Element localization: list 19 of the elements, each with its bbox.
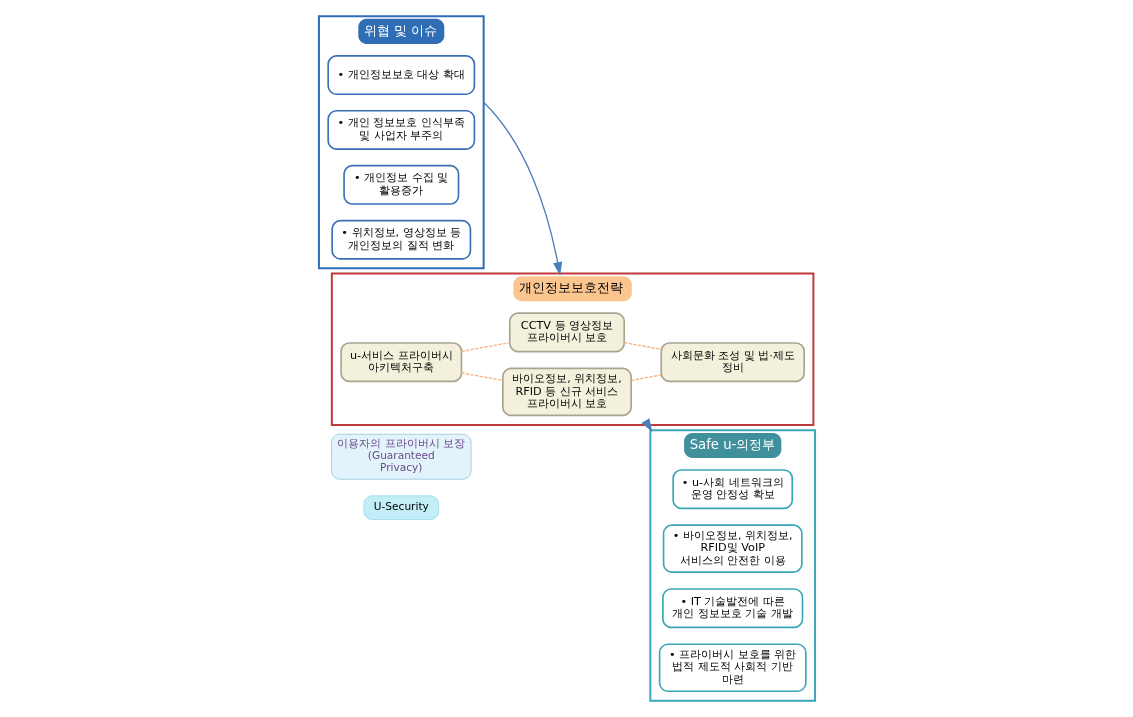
node-box: • 개인정보 수집 및 활용증가 (342, 164, 459, 205)
node-box: 사회문화 조성 및 법·제도 정비 (659, 342, 805, 383)
node-box: U-Security (363, 495, 439, 520)
arrow (482, 101, 562, 276)
connector (623, 341, 662, 350)
node-box: 이용자의 프라이버시 보장 (Guaranteed Privacy) (330, 433, 471, 480)
connector (460, 372, 503, 382)
node-box: • 위치정보, 영상정보 등 개인정보의 질적 변화 (330, 219, 471, 260)
connector (630, 374, 662, 382)
node-box: • u-사회 네트워크의 운영 안정성 확보 (671, 469, 793, 510)
node-box: u-서비스 프라이버시 아키텍처구축 (339, 342, 462, 383)
node-box: • 프라이버시 보호를 위한 법적 제도적 사회적 기반 마련 (658, 643, 807, 693)
node-box: • IT 기술발전에 따른 개인 정보보호 기술 개발 (661, 588, 803, 629)
node-box: • 개인정보보호 대상 확대 (326, 55, 475, 96)
node-box: • 개인 정보보호 인식부족 및 사업자 부주의 (326, 109, 475, 150)
node-box: 바이오정보, 위치정보, RFID 등 신규 서비스 프라이버시 보호 (501, 367, 632, 417)
connector (460, 341, 510, 352)
node-box: • 바이오정보, 위치정보, RFID및 VoIP 서비스의 안전한 이용 (662, 524, 803, 573)
node-box: CCTV 등 영상정보 프라이버시 보호 (508, 312, 625, 353)
